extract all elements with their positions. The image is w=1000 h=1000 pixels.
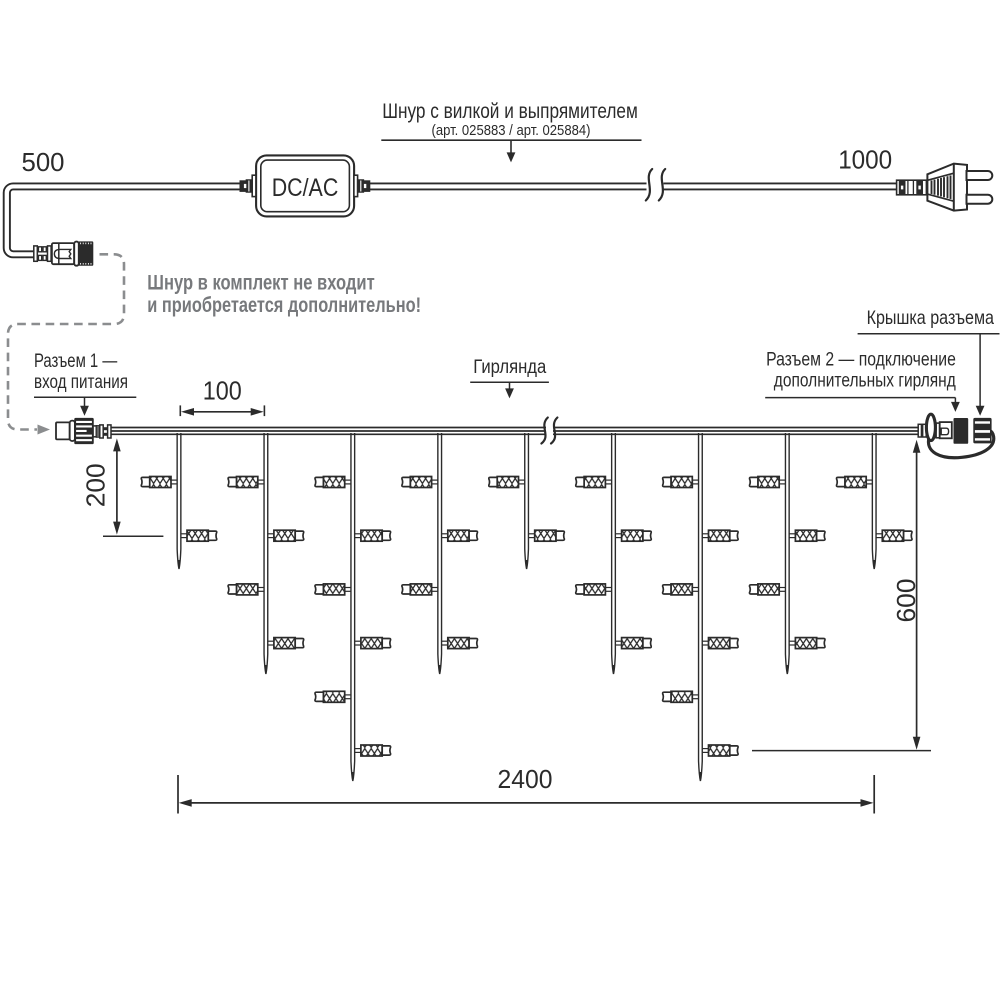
svg-text:Гирлянда: Гирлянда [473, 357, 546, 378]
svg-text:2400: 2400 [498, 764, 553, 794]
svg-text:Шнур в комплект не входит: Шнур в комплект не входит [147, 272, 374, 295]
svg-text:Разъем 2 — подключение: Разъем 2 — подключение [766, 350, 956, 371]
svg-text:500: 500 [22, 147, 65, 177]
svg-text:и приобретается дополнительно!: и приобретается дополнительно! [147, 294, 421, 317]
svg-text:Шнур с вилкой и выпрямителем: Шнур с вилкой и выпрямителем [382, 100, 638, 123]
svg-text:600: 600 [891, 579, 921, 623]
svg-text:200: 200 [81, 463, 111, 507]
svg-text:100: 100 [203, 375, 242, 405]
svg-text:DC/AC: DC/AC [272, 174, 339, 202]
svg-text:дополнительных гирлянд: дополнительных гирлянд [774, 371, 956, 392]
svg-text:Разъем 1 —: Разъем 1 — [34, 351, 117, 372]
svg-text:1000: 1000 [838, 145, 892, 175]
svg-text:(арт. 025883 / арт. 025884): (арт. 025883 / арт. 025884) [432, 123, 591, 139]
svg-text:вход питания: вход питания [34, 372, 128, 393]
svg-text:Крышка разъема: Крышка разъема [867, 307, 995, 329]
